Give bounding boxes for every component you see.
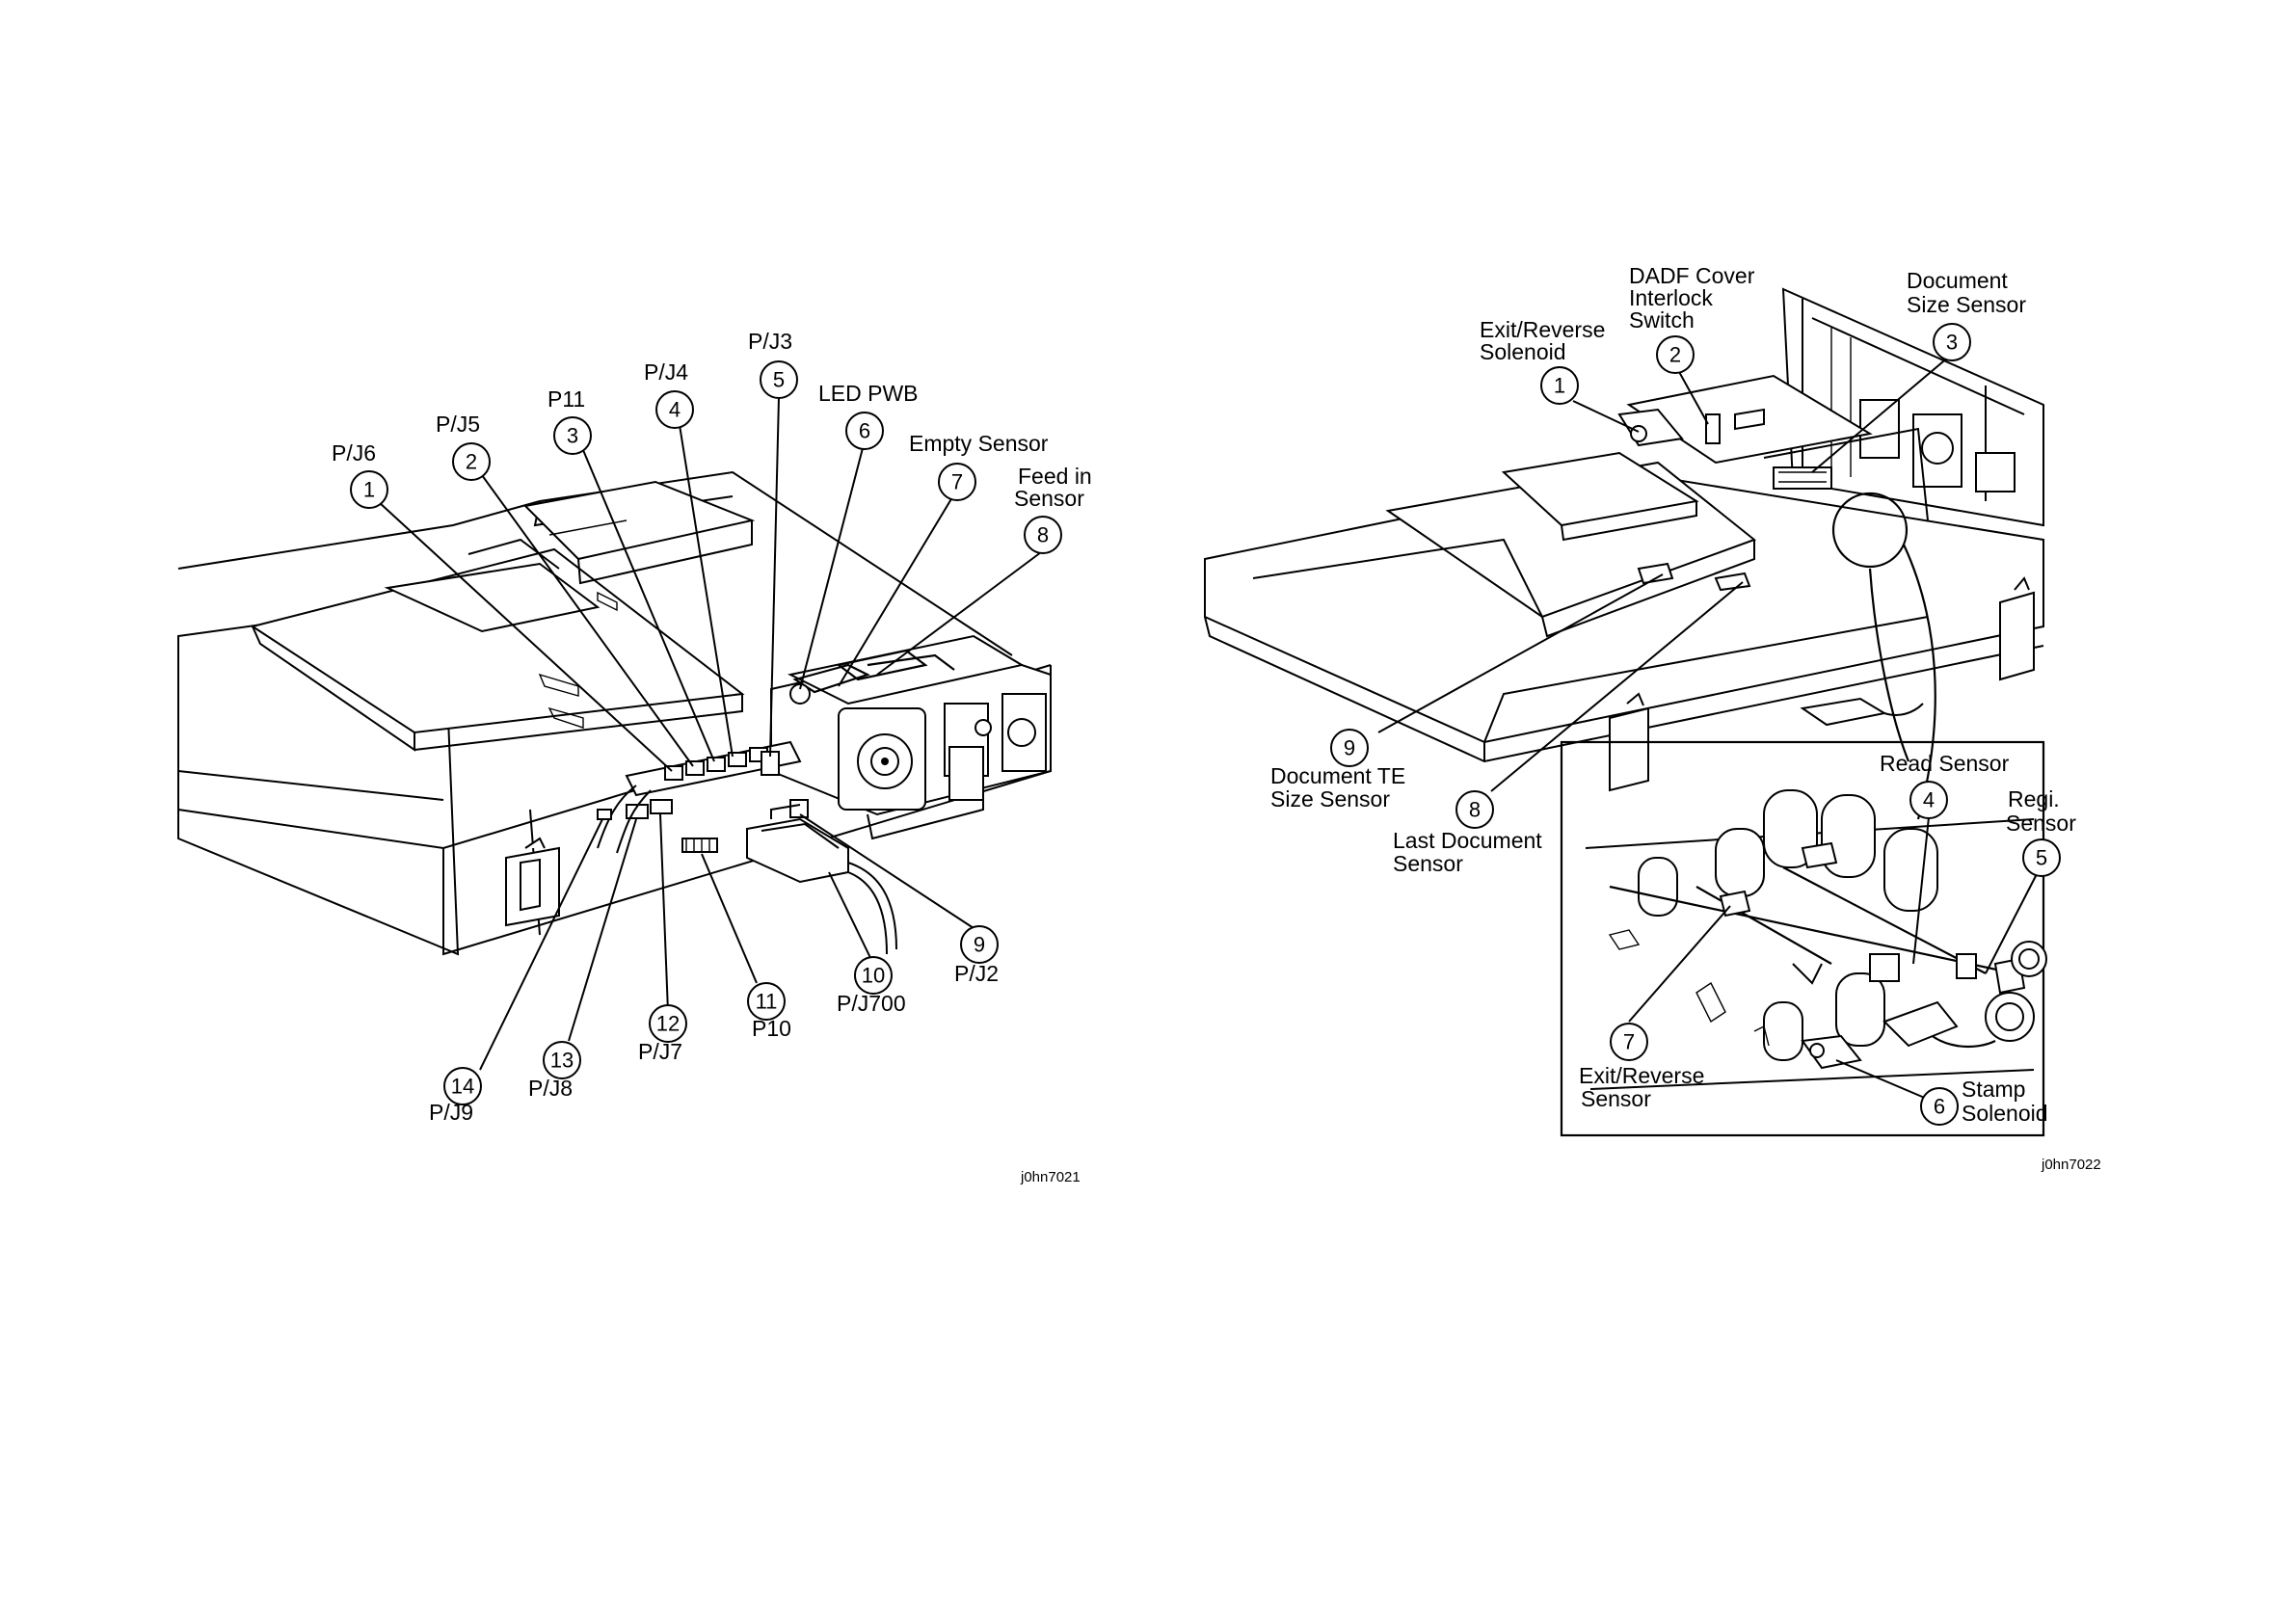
callout-right-5-label-line2: Sensor [2006, 811, 2076, 836]
callout-left-5-num: 5 [773, 368, 785, 392]
callout-left-5-label: P/J3 [748, 329, 792, 354]
callout-right-2-label-line1: DADF Cover [1629, 263, 1755, 288]
callout-right-5-label-line1: Regi. [2008, 786, 2060, 812]
callout-right-2-label-line3: Switch [1629, 307, 1695, 333]
callout-left-14-label: P/J9 [429, 1100, 473, 1125]
callout-left-4-num: 4 [669, 398, 681, 422]
left-figure-drawing [177, 470, 1052, 956]
right-callout-labels: Exit/Reverse Solenoid DADF Cover Interlo… [1270, 263, 2076, 1126]
callout-right-5-num: 5 [2036, 846, 2047, 870]
callout-left-1-num: 1 [363, 478, 375, 502]
left-leader-lines [378, 396, 1042, 1071]
left-callout-circles [350, 360, 1062, 1105]
callout-right-8-label-line1: Last Document [1393, 828, 1542, 853]
right-figure-drawing [1204, 287, 2047, 1137]
callout-left-12-num: 12 [656, 1012, 680, 1036]
callout-right-3-num: 3 [1946, 331, 1958, 355]
callout-left-11-label: P10 [752, 1016, 791, 1041]
callout-left-7-label: Empty Sensor [909, 431, 1049, 456]
callout-left-4-label: P/J4 [644, 359, 688, 385]
right-callout-circles [1330, 323, 2061, 1126]
callout-left-7-num: 7 [951, 470, 963, 494]
figure-code-right: j0hn7022 [2041, 1157, 2101, 1173]
figure-code-left: j0hn7021 [1020, 1169, 1081, 1185]
callout-left-9-num: 9 [974, 933, 985, 957]
callout-right-8-num: 8 [1469, 798, 1481, 822]
callout-left-8-num: 8 [1037, 523, 1049, 547]
right-callout-numbers: 1 2 3 4 5 6 7 8 9 [1344, 331, 2047, 1119]
callout-left-6-label: LED PWB [818, 381, 919, 406]
callout-right-3-label-line2: Size Sensor [1907, 292, 2026, 317]
callout-left-3-label: P11 [547, 386, 585, 412]
callout-right-9-num: 9 [1344, 736, 1355, 760]
callout-left-10-label: P/J700 [837, 991, 906, 1016]
callout-left-3-num: 3 [567, 424, 578, 448]
callout-right-7-num: 7 [1623, 1030, 1635, 1054]
callout-right-6-num: 6 [1934, 1095, 1945, 1119]
callout-right-9-label-line1: Document TE [1270, 763, 1405, 788]
callout-right-4-label: Read Sensor [1880, 751, 2010, 776]
callout-right-1-label-line1: Exit/Reverse [1480, 317, 1605, 342]
callout-right-4-num: 4 [1923, 788, 1935, 812]
callout-left-8-label-line2: Sensor [1014, 486, 1084, 511]
callout-right-1-label-line2: Solenoid [1480, 339, 1566, 364]
callout-left-12-label: P/J7 [638, 1039, 682, 1064]
callout-right-6-label-line2: Solenoid [1962, 1101, 2048, 1126]
callout-right-7-label-line1: Exit/Reverse [1579, 1063, 1704, 1088]
callout-right-7-label-line2: Sensor [1581, 1086, 1651, 1111]
callout-left-11-num: 11 [756, 990, 778, 1014]
callout-right-8-label-line2: Sensor [1393, 851, 1463, 876]
callout-right-1-num: 1 [1554, 374, 1565, 398]
callout-right-6-label-line1: Stamp [1962, 1077, 2025, 1102]
callout-left-13-label: P/J8 [528, 1076, 573, 1101]
callout-right-9-label-line2: Size Sensor [1270, 786, 1390, 812]
callout-left-14-num: 14 [451, 1075, 474, 1099]
callout-left-8-label-line1: Feed in [1018, 464, 1092, 489]
callout-left-10-num: 10 [862, 964, 885, 988]
callout-right-2-label-line2: Interlock [1629, 285, 1713, 310]
callout-left-2-label: P/J5 [436, 412, 480, 437]
callout-right-3-label-line1: Document [1907, 268, 2008, 293]
callout-left-6-num: 6 [859, 419, 870, 443]
callout-left-9-label: P/J2 [954, 961, 999, 986]
callout-right-2-num: 2 [1669, 343, 1681, 367]
right-leader-lines [1377, 356, 2039, 1103]
callout-left-1-label: P/J6 [332, 440, 376, 466]
left-callout-labels: P/J6 P/J5 P11 P/J4 P/J3 LED PWB Empty Se… [332, 329, 1092, 1125]
callout-left-2-num: 2 [466, 450, 477, 474]
left-callout-numbers: 1 2 3 4 5 6 7 8 9 10 11 12 13 14 [363, 368, 1049, 1099]
callout-left-13-num: 13 [550, 1049, 574, 1073]
